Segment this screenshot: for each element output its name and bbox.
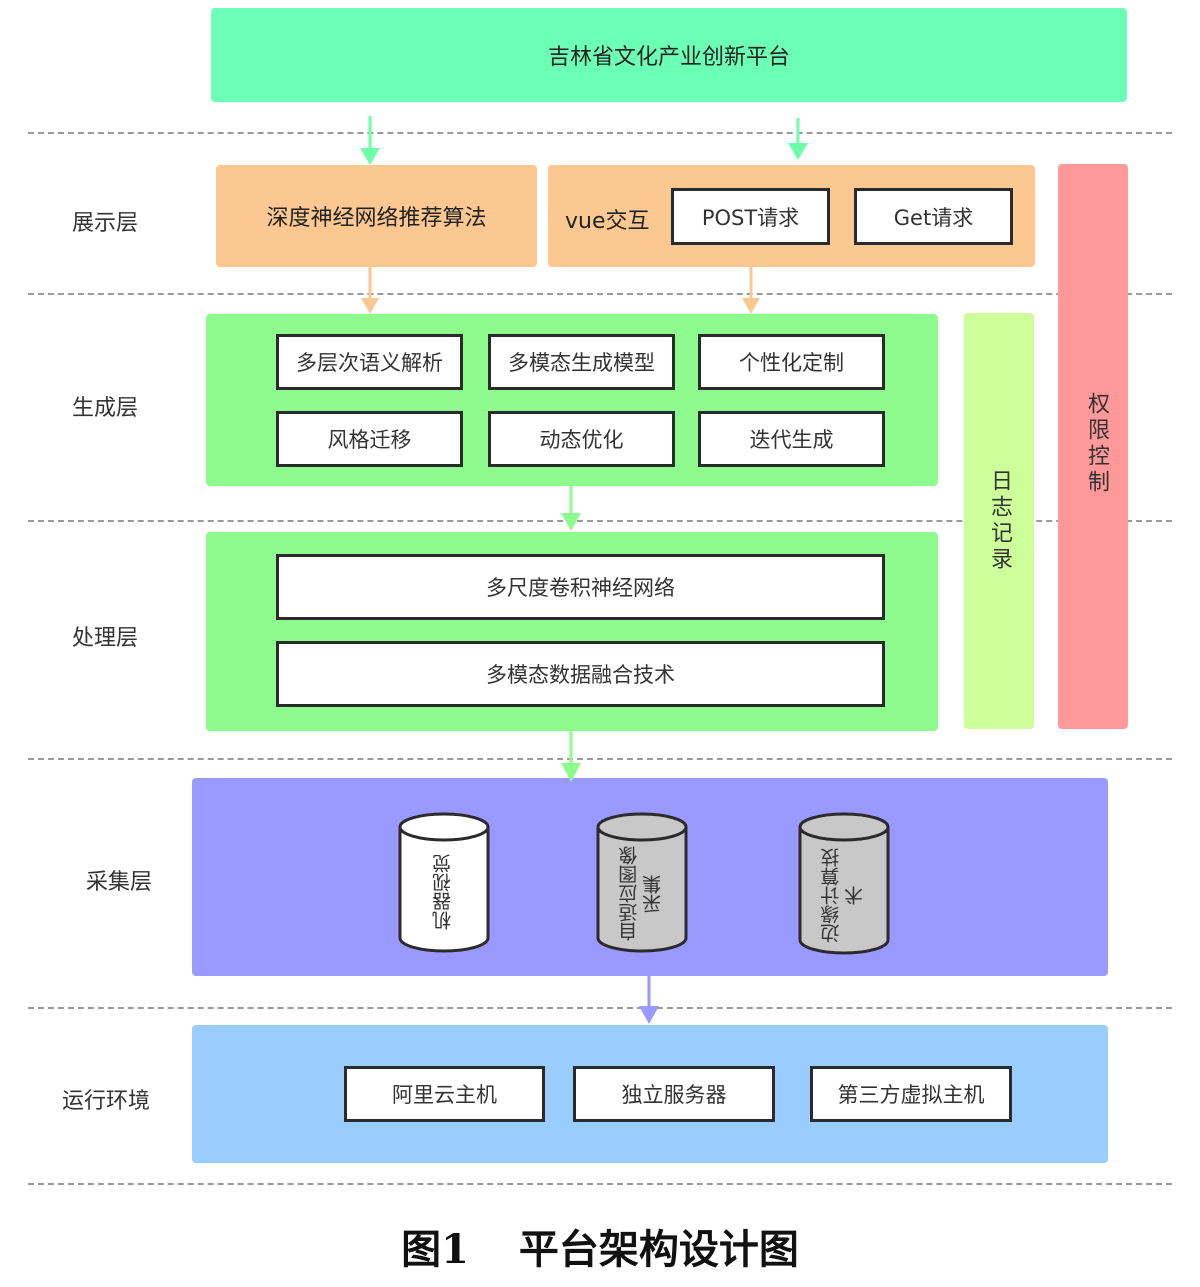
permission-panel: 权限控制 [1058, 164, 1128, 729]
runtime-item-1: 阿里云主机 [344, 1066, 545, 1122]
cylinder-edge-computing [798, 812, 890, 955]
generation-item-1: 多层次语义解析 [276, 334, 463, 390]
cylinder-machine-vision [398, 812, 490, 953]
arrow-processing-to-collection [561, 731, 581, 782]
separator-2 [28, 293, 1172, 295]
arrow-collection-to-runtime [639, 976, 659, 1024]
processing-item-2: 多模态数据融合技术 [276, 641, 885, 707]
dnn-recommend-block: 深度神经网络推荐算法 [216, 165, 537, 267]
dnn-recommend-label: 深度神经网络推荐算法 [266, 206, 487, 231]
cylinder-adaptive-capture [596, 812, 688, 953]
permission-panel-label: 权限控制 [1084, 392, 1109, 496]
arrow-vue-to-generation [742, 267, 760, 314]
layer-label-collection: 采集层 [86, 870, 153, 895]
figure-caption: 图1 平台架构设计图 [0, 1218, 1200, 1274]
platform-banner: 吉林省文化产业创新平台 [211, 8, 1127, 102]
generation-item-3: 个性化定制 [698, 334, 885, 390]
separator-5 [28, 1007, 1172, 1009]
cylinder-label-adaptive-capture: 自适应图像采集 [618, 846, 664, 942]
separator-3 [28, 520, 1172, 522]
separator-1 [28, 132, 1172, 134]
layer-label-generation: 生成层 [72, 396, 139, 421]
arrow-platform-to-vue [788, 118, 808, 160]
arrow-dnn-to-generation [361, 267, 379, 314]
generation-item-6: 迭代生成 [698, 411, 885, 467]
log-panel: 日志记录 [964, 313, 1034, 729]
layer-label-runtime: 运行环境 [62, 1089, 151, 1114]
post-request-box: POST请求 [671, 188, 830, 245]
layer-label-processing: 处理层 [72, 626, 139, 651]
vue-interaction-label: vue交互 [565, 209, 650, 234]
layer-label-display: 展示层 [72, 211, 139, 236]
cylinder-label-machine-vision: 机器视觉 [432, 854, 455, 930]
arrow-platform-to-dnn [360, 116, 380, 165]
figure-title: 平台架构设计图 [518, 1226, 799, 1273]
cylinder-label-edge-computing: 边缘计算技术 [820, 848, 866, 944]
generation-item-2: 多模态生成模型 [488, 334, 675, 390]
generation-item-5: 动态优化 [488, 411, 675, 467]
runtime-item-3: 第三方虚拟主机 [810, 1066, 1012, 1122]
processing-item-1: 多尺度卷积神经网络 [276, 554, 885, 620]
separator-4 [28, 758, 1172, 760]
runtime-item-2: 独立服务器 [573, 1066, 775, 1122]
generation-item-4: 风格迁移 [276, 411, 463, 467]
separator-6 [28, 1183, 1172, 1185]
log-panel-label: 日志记录 [987, 469, 1012, 573]
get-request-box: Get请求 [854, 188, 1013, 245]
platform-title: 吉林省文化产业创新平台 [547, 45, 790, 70]
figure-number: 图1 [401, 1226, 469, 1273]
arrow-generation-to-processing [561, 486, 581, 531]
